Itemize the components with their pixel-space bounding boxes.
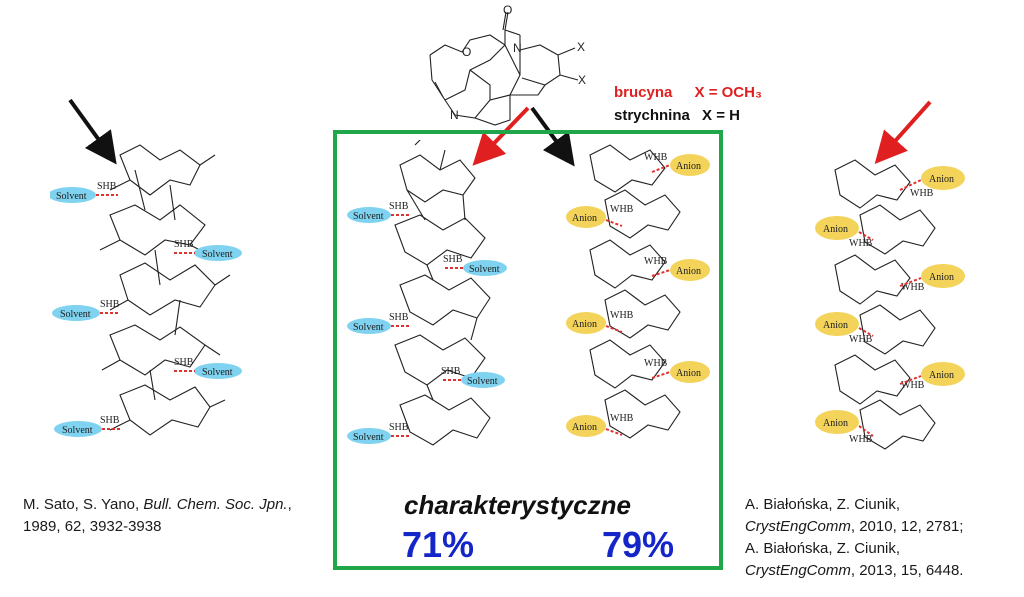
reference-right-journal1: CrystEngComm (745, 518, 851, 535)
reference-left: M. Sato, S. Yano, Bull. Chem. Soc. Jpn.,… (23, 494, 292, 538)
percent-left: 71% (402, 524, 475, 565)
highlight-box (333, 130, 723, 570)
solvent-label: Solvent (469, 264, 500, 275)
solvent-label: Solvent (353, 432, 384, 443)
solvent-label: Solvent (202, 249, 233, 260)
atom-n-top-label: N (513, 41, 522, 55)
red-arrow-right (874, 100, 932, 164)
reference-right-tail1: , 2010, 12, 2781; (850, 518, 964, 535)
crystal-panel-left: Solvent SHB Solvent SHB Solvent SHB Solv… (50, 144, 242, 437)
legend-strychnina: strychnina X = H (614, 107, 740, 124)
shb-label: SHB (389, 312, 409, 323)
atom-x2-label: X (578, 73, 586, 87)
reference-left-journal: Bull. Chem. Soc. Jpn. (143, 496, 288, 513)
whb-label: WHB (610, 310, 634, 321)
anion-label: Anion (572, 213, 597, 224)
solvent-label: Solvent (56, 191, 87, 202)
reference-left-line2: 1989, 62, 3932-3938 (23, 518, 162, 535)
anion-label: Anion (676, 266, 701, 277)
black-arrow-center (530, 106, 575, 167)
whb-label: WHB (910, 188, 934, 199)
whb-label: WHB (849, 434, 873, 445)
solvent-label: Solvent (202, 367, 233, 378)
reference-right-line3: A. Białońska, Z. Ciunik, (745, 540, 901, 557)
shb-label: SHB (100, 415, 120, 426)
solvent-label: Solvent (62, 425, 93, 436)
solvent-label: Solvent (353, 211, 384, 222)
shb-label: SHB (100, 299, 120, 310)
shb-label: SHB (389, 422, 409, 433)
crystal-panel-brucine: Solvent SHB Solvent SHB Solvent SHB Solv… (347, 140, 507, 446)
shb-label: SHB (441, 366, 461, 377)
whb-label: WHB (644, 358, 668, 369)
shb-label: SHB (174, 357, 194, 368)
anion-label: Anion (929, 272, 954, 283)
atom-n-bottom-label: N (450, 108, 459, 122)
anion-label: Anion (676, 368, 701, 379)
shb-label: SHB (174, 239, 194, 250)
legend-strychnina-value: X = H (702, 107, 740, 124)
molecule-structure: O O N N X X (429, 3, 586, 126)
anion-label: Anion (929, 370, 954, 381)
reference-right-journal2: CrystEngComm (745, 562, 851, 579)
shb-label: SHB (443, 254, 463, 265)
reference-right: A. Białońska, Z. Ciunik, CrystEngComm, 2… (745, 494, 963, 582)
solvent-label: Solvent (467, 376, 498, 387)
atom-ketone-o-label: O (503, 3, 512, 17)
legend-strychnina-name: strychnina (614, 107, 690, 124)
atom-x1-label: X (577, 40, 585, 54)
reference-right-tail2: , 2013, 15, 6448. (850, 562, 964, 579)
black-arrow-left (68, 98, 117, 165)
summary-title: charakterystyczne (404, 490, 631, 520)
solvent-label: Solvent (353, 322, 384, 333)
reference-right-line1: A. Białońska, Z. Ciunik, (745, 496, 901, 513)
whb-label: WHB (849, 334, 873, 345)
atom-o-label: O (462, 45, 471, 59)
anion-label: Anion (823, 224, 848, 235)
reference-left-tail: , (287, 496, 292, 513)
anion-label: Anion (572, 319, 597, 330)
legend-brucyna-name: brucyna (614, 84, 673, 101)
anion-label: Anion (823, 418, 848, 429)
reference-left-authors: M. Sato, S. Yano, (23, 496, 144, 513)
legend-brucyna-value: X = OCH₃ (694, 84, 762, 101)
whb-label: WHB (610, 413, 634, 424)
shb-label: SHB (97, 181, 117, 192)
solvent-label: Solvent (60, 309, 91, 320)
percent-right: 79% (602, 524, 675, 565)
legend-brucyna: brucyna X = OCH₃ (614, 84, 762, 101)
anion-label: Anion (676, 161, 701, 172)
whb-label: WHB (644, 256, 668, 267)
anion-label: Anion (572, 422, 597, 433)
whb-label: WHB (644, 152, 668, 163)
anion-label: Anion (823, 320, 848, 331)
whb-label: WHB (901, 380, 925, 391)
crystal-panel-right: Anion WHB Anion WHB Anion WHB Anion WHB … (815, 159, 965, 450)
red-arrow-center (472, 106, 530, 166)
whb-label: WHB (901, 282, 925, 293)
anion-label: Anion (929, 174, 954, 185)
whb-label: WHB (849, 238, 873, 249)
shb-label: SHB (389, 201, 409, 212)
whb-label: WHB (610, 204, 634, 215)
crystal-panel-strychnine: Anion WHB Anion WHB Anion WHB Anion WHB … (566, 144, 710, 439)
